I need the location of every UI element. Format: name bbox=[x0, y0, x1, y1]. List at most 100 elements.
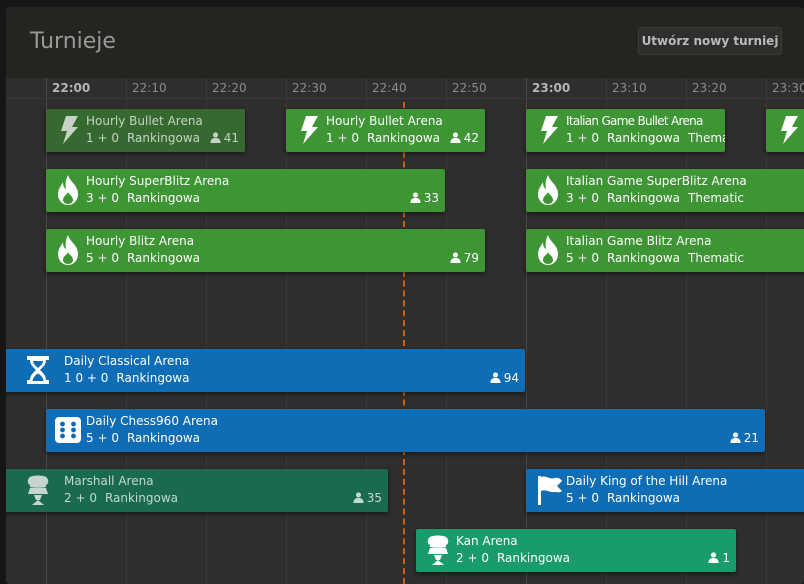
tournament-clock: 1 + 0 bbox=[326, 131, 359, 145]
tournament-name: Daily Chess960 Arena bbox=[86, 414, 218, 428]
tournament-info: 1 + 0 Rankingowa bbox=[86, 131, 208, 145]
tick-label: 22:50 bbox=[452, 81, 487, 95]
tournament-clock: 5 + 0 bbox=[86, 431, 119, 445]
tournament-name: Marshall Arena bbox=[64, 474, 154, 488]
user-icon bbox=[450, 132, 461, 143]
flag-icon bbox=[531, 473, 565, 507]
tournament-name: Hourly SuperBlitz Arena bbox=[86, 174, 230, 188]
player-count-value: 35 bbox=[366, 491, 382, 505]
tick-label: 22:20 bbox=[212, 81, 247, 95]
tournament-info: 2 + 0 Rankingowa bbox=[64, 491, 186, 505]
tournament-rating: Rankingowa bbox=[104, 491, 179, 505]
tournament-clock: 1 + 0 bbox=[566, 131, 599, 145]
time-tick: 22:00 bbox=[46, 78, 126, 584]
time-tick: 23:30 bbox=[766, 78, 804, 584]
time-tick: 22:40 bbox=[366, 78, 446, 584]
user-icon bbox=[353, 492, 364, 503]
tournament-next-bullet[interactable] bbox=[766, 109, 804, 152]
player-count: 21 bbox=[730, 431, 759, 445]
tournament-rating: Rankingowa bbox=[606, 191, 681, 205]
tournament-clock: 3 + 0 bbox=[86, 191, 119, 205]
bullet-icon bbox=[771, 113, 804, 147]
current-time-marker bbox=[403, 102, 405, 584]
tournament-timeline[interactable]: 22:00 22:10 22:20 22:30 22:40 22:50 23:0… bbox=[6, 78, 804, 584]
tournament-clock: 5 + 0 bbox=[566, 251, 599, 265]
user-icon bbox=[410, 192, 421, 203]
tournament-info: 1 + 0 Rankingowa Thematic bbox=[566, 131, 725, 145]
tournament-variant: Thematic bbox=[688, 191, 745, 205]
tournament-clock: 1 + 0 bbox=[86, 131, 119, 145]
tournament-italian-bullet[interactable]: Italian Game Bullet Arena 1 + 0 Rankingow… bbox=[526, 109, 725, 152]
player-count-value: 21 bbox=[743, 431, 759, 445]
tournament-daily-chess960[interactable]: Daily Chess960 Arena 5 + 0 Rankingowa 21 bbox=[46, 409, 765, 452]
tick-label: 22:10 bbox=[132, 81, 167, 95]
tournament-clock: 2 + 0 bbox=[456, 551, 489, 565]
fire-icon bbox=[531, 173, 565, 207]
tournament-rating: Rankingowa bbox=[126, 431, 201, 445]
bullet-icon bbox=[531, 113, 565, 147]
tick-label: 23:10 bbox=[612, 81, 647, 95]
player-count: 35 bbox=[353, 491, 382, 505]
tournament-name: Italian Game Bullet Arena bbox=[566, 114, 703, 128]
hourglass-icon bbox=[21, 353, 55, 387]
player-count: 33 bbox=[410, 191, 439, 205]
player-count-value: 33 bbox=[423, 191, 439, 205]
tournaments-panel: Turnieje Utwórz nowy turniej 22:00 22:10… bbox=[6, 7, 804, 584]
tournament-variant: Thematic bbox=[688, 131, 725, 145]
tournament-rating: Rankingowa bbox=[126, 251, 201, 265]
tournament-marshall[interactable]: Marshall Arena 2 + 0 Rankingowa 35 bbox=[6, 469, 388, 512]
opening-icon bbox=[21, 473, 55, 507]
tick-label: 23:20 bbox=[692, 81, 727, 95]
time-tick: 22:50 bbox=[446, 78, 526, 584]
tournament-name: Italian Game Blitz Arena bbox=[566, 234, 712, 248]
player-count: 79 bbox=[450, 251, 479, 265]
tournament-clock: 5 + 0 bbox=[566, 491, 599, 505]
tick-label: 23:30 bbox=[772, 81, 804, 95]
bullet-icon bbox=[51, 113, 85, 147]
tournament-name: Daily King of the Hill Arena bbox=[566, 474, 728, 488]
player-count: 1 bbox=[708, 551, 730, 565]
time-tick: 23:20 bbox=[686, 78, 766, 584]
fire-icon bbox=[51, 233, 85, 267]
time-tick: 23:00 bbox=[526, 78, 606, 584]
tournament-clock: 2 + 0 bbox=[64, 491, 97, 505]
bullet-icon bbox=[291, 113, 325, 147]
tournament-name: Hourly Bullet Arena bbox=[326, 114, 443, 128]
create-tournament-button[interactable]: Utwórz nowy turniej bbox=[638, 27, 782, 55]
tournament-variant: Thematic bbox=[688, 251, 745, 265]
user-icon bbox=[450, 252, 461, 263]
tick-label: 22:30 bbox=[292, 81, 327, 95]
user-icon bbox=[730, 432, 741, 443]
user-icon bbox=[708, 552, 719, 563]
user-icon bbox=[490, 372, 501, 383]
time-tick: 23:10 bbox=[606, 78, 686, 584]
player-count-value: 79 bbox=[463, 251, 479, 265]
tournament-name: Hourly Blitz Arena bbox=[86, 234, 195, 248]
tournament-rating: Rankingowa bbox=[126, 131, 201, 145]
player-count-value: 42 bbox=[463, 131, 479, 145]
tournament-name: Hourly Bullet Arena bbox=[86, 114, 203, 128]
player-count: 42 bbox=[450, 131, 479, 145]
tournament-rating: Rankingowa bbox=[606, 131, 681, 145]
tournament-name: Daily Classical Arena bbox=[64, 354, 190, 368]
tournament-clock: 1 0 + 0 bbox=[64, 371, 109, 385]
fire-icon bbox=[531, 233, 565, 267]
user-icon bbox=[210, 132, 221, 143]
tournament-name: Italian Game SuperBlitz Arena bbox=[566, 174, 747, 188]
